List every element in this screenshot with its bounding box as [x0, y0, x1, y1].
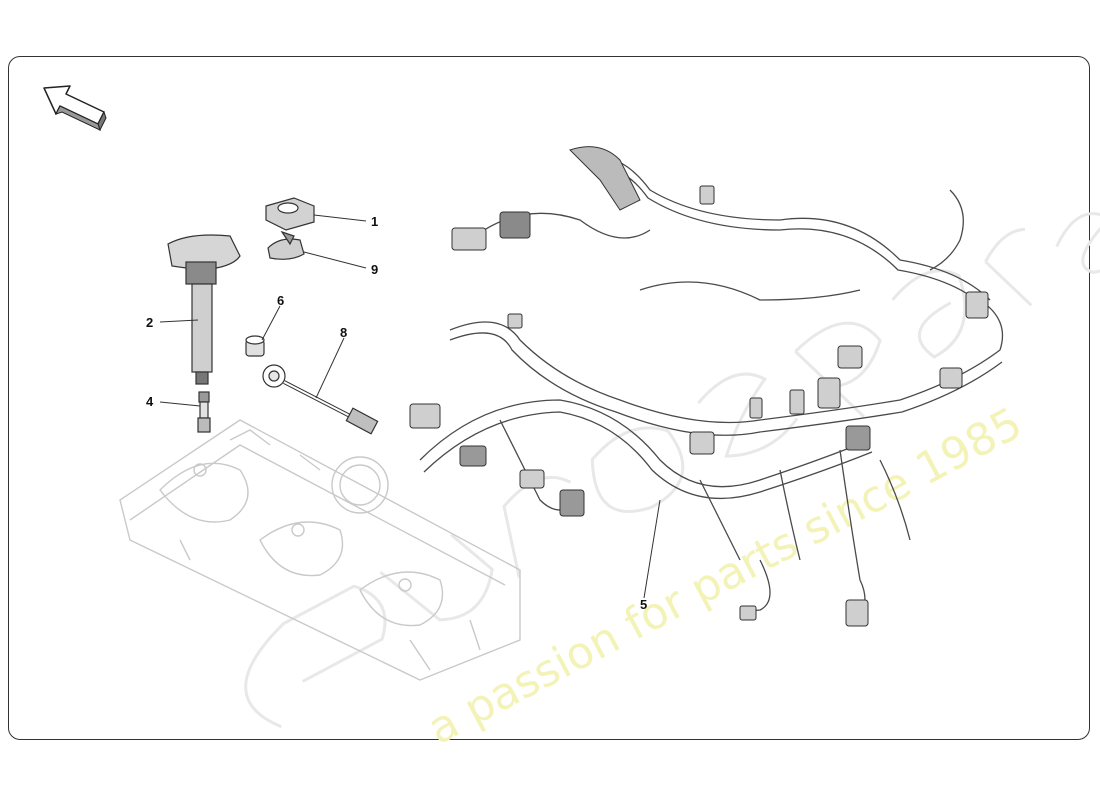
callout-8: 8 — [340, 325, 347, 340]
callout-6: 6 — [277, 293, 284, 308]
coil-cap — [265, 197, 315, 231]
cylinder-head-ghost — [119, 419, 521, 681]
callout-1: 1 — [371, 214, 378, 229]
direction-arrow-icon — [43, 85, 107, 132]
knock-sensor-bolt — [245, 335, 265, 357]
coil-clip — [267, 230, 305, 260]
ignition-coil — [167, 234, 241, 385]
harness-connectors — [409, 146, 989, 627]
callouts: 1 9 2 4 6 8 5 — [146, 214, 647, 612]
spark-plug — [197, 391, 211, 433]
knock-sensor — [262, 364, 379, 435]
callout-9: 9 — [371, 262, 378, 277]
diagram-frame — [8, 56, 1090, 740]
callout-5: 5 — [640, 597, 647, 612]
watermark: a passion for parts since 1985 — [244, 212, 1100, 755]
leader-lines — [159, 214, 661, 599]
watermark-tagline: a passion for parts since 1985 — [420, 398, 1031, 755]
callout-4: 4 — [146, 394, 154, 409]
callout-2: 2 — [146, 315, 153, 330]
